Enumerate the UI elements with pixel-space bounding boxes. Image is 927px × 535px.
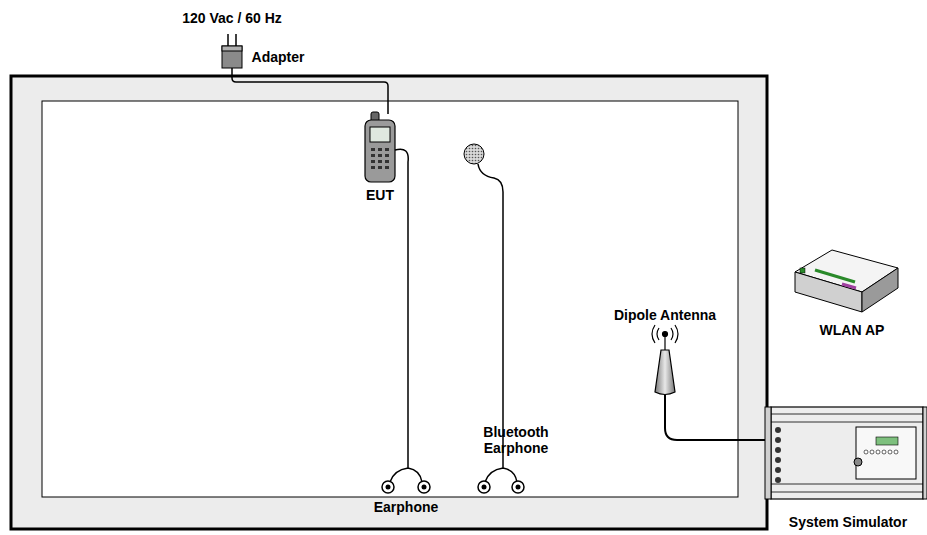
device-label: System Simulator xyxy=(789,514,907,530)
device-label: Bluetooth Earphone xyxy=(480,424,552,456)
bluetooth-earphone-buds xyxy=(478,481,524,493)
phone-icon xyxy=(365,112,395,182)
antenna-cable xyxy=(665,395,770,440)
earphone-cable xyxy=(390,149,422,482)
bluetooth-earpiece-icon xyxy=(464,144,484,164)
chamber-outer xyxy=(11,76,767,529)
wlan-ap-icon xyxy=(795,250,898,312)
device-label: EUT xyxy=(366,187,394,203)
device-label: WLAN AP xyxy=(820,322,885,338)
device-label: 120 Vac / 60 Hz xyxy=(182,10,282,26)
device-label: Adapter xyxy=(252,49,305,65)
dipole-antenna-icon xyxy=(652,325,678,395)
device-label: Dipole Antenna xyxy=(614,307,716,323)
adapter-icon xyxy=(222,34,242,68)
device-label: Earphone xyxy=(374,499,439,515)
earphone-buds xyxy=(382,481,430,493)
power-cable xyxy=(232,68,388,114)
chamber-inner xyxy=(42,101,738,497)
system-simulator-icon xyxy=(765,407,927,499)
